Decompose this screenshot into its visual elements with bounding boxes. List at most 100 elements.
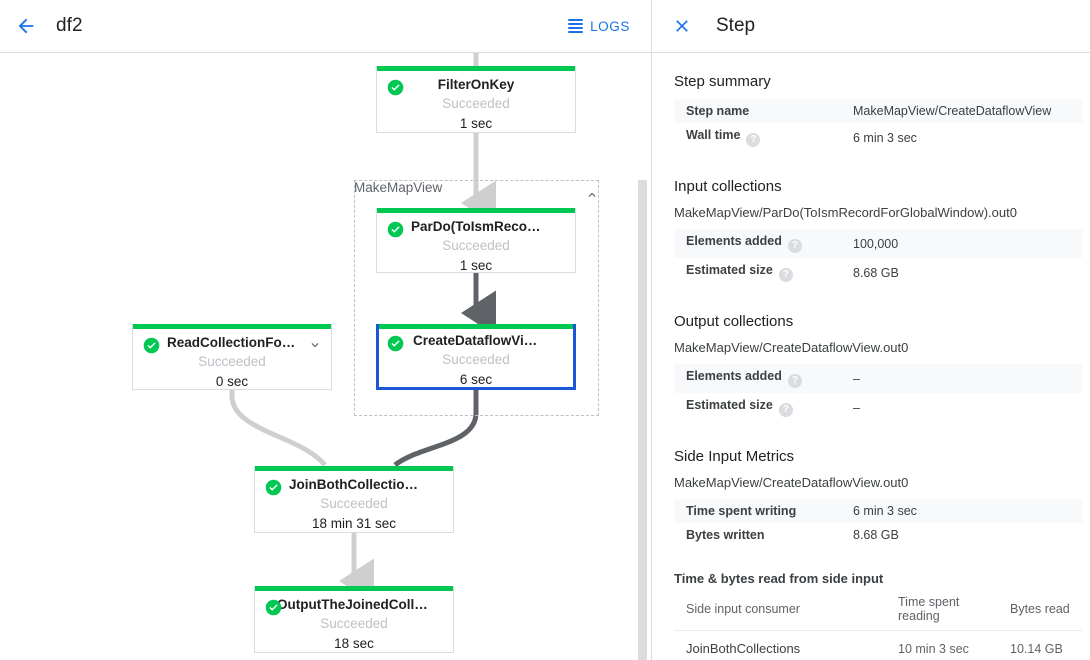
graph-node-join-both-collections[interactable]: JoinBothCollections Succeeded 18 min 31 …: [254, 466, 454, 533]
help-icon[interactable]: ?: [778, 403, 793, 417]
node-title: CreateDataflowView: [413, 333, 542, 348]
column-header-bytes: Bytes read: [998, 590, 1082, 631]
table-row: Elements added? 100,000: [674, 229, 1082, 258]
success-check-icon: [143, 337, 160, 354]
help-icon[interactable]: ?: [746, 133, 761, 147]
close-icon[interactable]: [662, 6, 702, 46]
graph-node-output-the-joined-collection[interactable]: OutputTheJoinedCollec… Succeeded 18 sec: [254, 586, 454, 653]
job-header: df2 LOGS: [0, 0, 651, 53]
cell-time: 10 min 3 sec: [886, 630, 998, 660]
row-value: 8.68 GB: [853, 265, 899, 280]
success-check-icon: [387, 221, 404, 238]
cell-consumer: JoinBothCollections: [674, 630, 886, 660]
node-title: JoinBothCollections: [289, 477, 421, 492]
graph-node-read-collection-for-join[interactable]: ReadCollectionForJoin Succeeded 0 sec: [132, 324, 332, 390]
row-key: Step name: [686, 104, 750, 118]
node-time: 1 sec: [459, 116, 493, 131]
success-check-icon: [387, 79, 404, 96]
row-value: 6 min 3 sec: [853, 504, 917, 518]
step-panel-header: Step: [652, 0, 1090, 53]
node-time: 1 sec: [459, 258, 493, 273]
column-header-time: Time spent reading: [886, 590, 998, 631]
table-row: Estimated size? –: [674, 393, 1082, 422]
node-title: FilterOnKey: [437, 77, 515, 92]
step-panel-title: Step: [716, 15, 756, 36]
node-status: Succeeded: [442, 96, 510, 111]
help-icon[interactable]: ?: [787, 374, 802, 388]
logs-list-icon: [568, 19, 584, 33]
success-check-icon: [265, 479, 282, 496]
step-details-pane: Step Step summary Step name MakeMapView/…: [652, 0, 1090, 660]
group-label-text: MakeMapView: [354, 180, 443, 195]
row-key: Time spent writing: [686, 504, 797, 518]
graph-scrollbar[interactable]: [638, 53, 647, 660]
node-time: 6 sec: [459, 372, 493, 387]
cell-bytes: 10.14 GB: [998, 630, 1082, 660]
help-icon[interactable]: ?: [787, 239, 802, 253]
row-value: 100,000: [853, 236, 899, 251]
row-key: Estimated size?: [674, 258, 841, 287]
logs-button[interactable]: LOGS: [562, 13, 636, 40]
node-status: Succeeded: [442, 238, 510, 253]
side-input-read-heading: Time & bytes read from side input: [674, 571, 884, 586]
table-row: Estimated size? 8.68 GB: [674, 258, 1082, 287]
chevron-down-icon[interactable]: [308, 338, 322, 352]
row-key: Elements added?: [674, 364, 841, 393]
table-row: Bytes written 8.68 GB: [674, 523, 1082, 547]
table-row: Time spent writing 6 min 3 sec: [674, 499, 1082, 523]
table-row: JoinBothCollections 10 min 3 sec 10.14 G…: [674, 630, 1082, 660]
node-status: Succeeded: [320, 496, 388, 511]
row-value: MakeMapView/CreateDataflowView: [853, 104, 1052, 118]
row-key-label: Elements added: [686, 234, 782, 248]
row-key-label: Wall time: [686, 128, 741, 142]
node-title: OutputTheJoinedCollec…: [277, 597, 443, 612]
output-collection-name: MakeMapView/CreateDataflowView.out0: [674, 340, 909, 355]
node-title: ReadCollectionForJoin: [167, 335, 315, 350]
step-summary-heading: Step summary: [674, 73, 771, 90]
node-status-bar: [377, 66, 575, 71]
table-row: Wall time? 6 min 3 sec: [674, 123, 1082, 152]
success-check-icon: [387, 335, 404, 352]
node-status-bar: [255, 586, 453, 591]
row-key: Estimated size?: [674, 393, 841, 422]
graph-scrollbar-thumb[interactable]: [638, 180, 647, 660]
table-header-row: Side input consumer Time spent reading B…: [674, 590, 1082, 631]
row-key: Wall time?: [674, 123, 841, 152]
row-key-label: Estimated size: [686, 398, 773, 412]
row-key: Elements added?: [674, 229, 841, 258]
node-title: ParDo(ToIsmRecordFor…): [411, 219, 575, 234]
row-key-label: Elements added: [686, 369, 782, 383]
node-status: Succeeded: [320, 616, 388, 631]
arrow-back-icon[interactable]: [6, 6, 46, 46]
graph-node-pardo-toismrecord[interactable]: ParDo(ToIsmRecordFor…) Succeeded 1 sec: [376, 208, 576, 273]
node-status-bar: [255, 466, 453, 471]
success-check-icon: [265, 599, 282, 616]
output-collections-heading: Output collections: [674, 313, 794, 330]
node-time: 0 sec: [215, 374, 249, 389]
side-input-read-table: Side input consumer Time spent reading B…: [674, 590, 1082, 660]
group-makemapview-label: MakeMapView: [354, 180, 599, 206]
column-header-consumer: Side input consumer: [674, 590, 886, 631]
help-icon[interactable]: ?: [778, 268, 793, 282]
job-graph-canvas[interactable]: MakeMapView FilterOnKey Succeeded 1 sec: [0, 53, 651, 660]
graph-node-create-dataflow-view[interactable]: CreateDataflowView Succeeded 6 sec: [376, 324, 576, 390]
node-status: Succeeded: [198, 354, 266, 369]
input-collection-name: MakeMapView/ParDo(ToIsmRecordForGlobalWi…: [674, 205, 1017, 220]
side-input-metrics-table: Time spent writing 6 min 3 sec Bytes wri…: [674, 499, 1082, 547]
input-collections-table: Elements added? 100,000 Estimated size? …: [674, 229, 1082, 287]
graph-node-filter-on-key[interactable]: FilterOnKey Succeeded 1 sec: [376, 66, 576, 133]
side-input-metrics-heading: Side Input Metrics: [674, 448, 795, 465]
step-summary-table: Step name MakeMapView/CreateDataflowView…: [674, 99, 1082, 152]
node-status-bar: [379, 324, 573, 329]
side-input-collection-name: MakeMapView/CreateDataflowView.out0: [674, 475, 909, 490]
row-value: 6 min 3 sec: [853, 130, 917, 145]
logs-button-label: LOGS: [590, 18, 630, 34]
node-status-bar: [133, 324, 331, 329]
chevron-up-icon[interactable]: [585, 188, 599, 202]
page-title: df2: [56, 15, 83, 36]
table-row: Elements added? –: [674, 364, 1082, 393]
node-status: Succeeded: [442, 352, 510, 367]
node-status-bar: [377, 208, 575, 213]
row-value: –: [853, 400, 860, 415]
